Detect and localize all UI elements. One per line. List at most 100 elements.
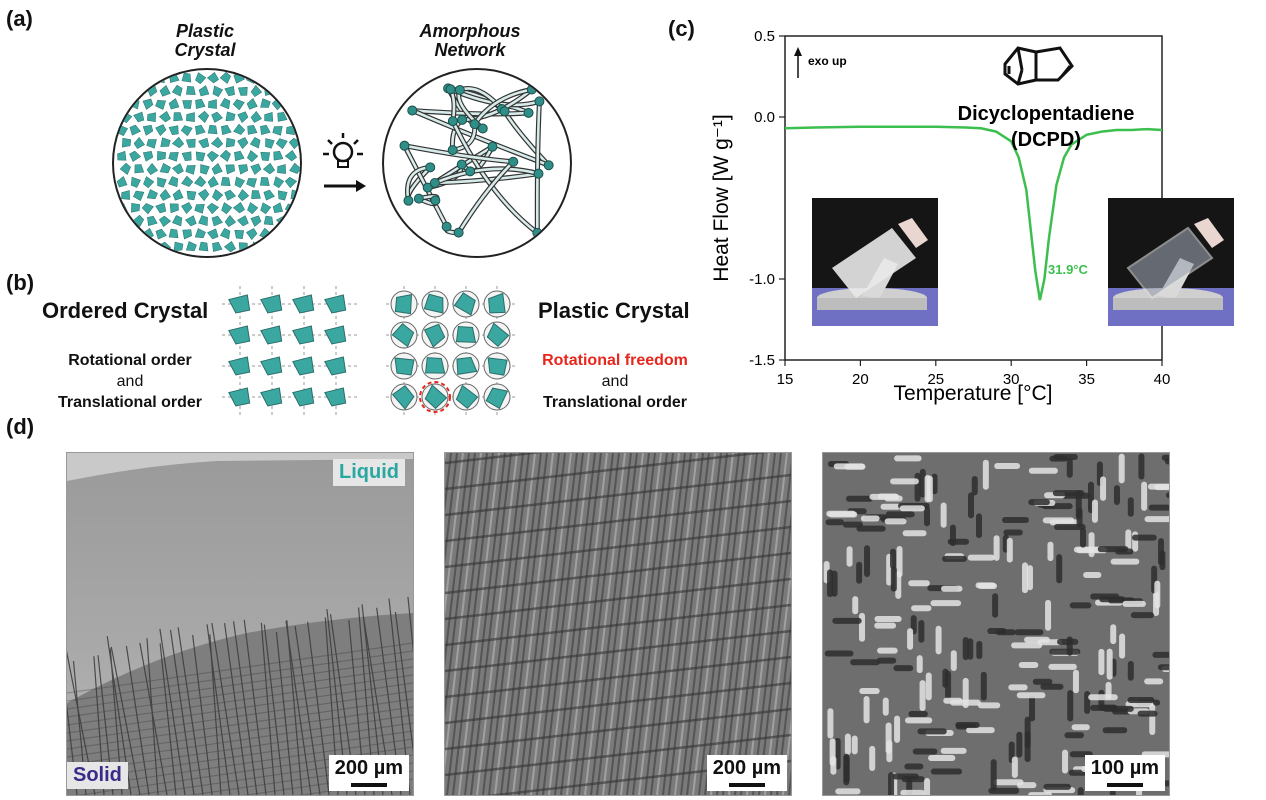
relief-grain	[1149, 703, 1156, 735]
relief-grain	[859, 612, 866, 642]
relief-grain	[825, 519, 845, 526]
plastic-molecule-mark	[423, 323, 446, 348]
micrograph-solid-liquid: Liquid Solid 200 µm	[66, 452, 414, 796]
crystal-molecule-mark	[155, 100, 167, 110]
crystal-molecule-mark	[198, 137, 210, 149]
crystal-molecule-mark	[237, 137, 249, 150]
crystal-molecule-mark	[168, 152, 179, 162]
relief-grain	[1054, 524, 1086, 531]
relief-grain	[928, 754, 956, 761]
relief-grain	[1024, 636, 1050, 643]
crystal-molecule-mark	[159, 85, 171, 97]
crystal-molecule-mark	[171, 136, 185, 149]
crystal-molecule-mark	[159, 163, 171, 174]
crystal-molecule-mark	[181, 175, 194, 187]
lamella-line	[626, 453, 668, 795]
lamella-cross-line	[445, 499, 791, 543]
relief-grain	[942, 555, 967, 562]
crystal-molecule-mark	[133, 190, 145, 201]
relief-grain	[888, 772, 895, 795]
crystal-molecule-mark	[210, 136, 224, 149]
crystal-molecule-mark	[141, 203, 154, 215]
relief-grain	[966, 727, 995, 734]
plastic-molecule-mark	[456, 356, 478, 375]
crystal-molecule-mark	[198, 85, 210, 97]
dendrite-branch	[67, 650, 413, 702]
relief-grain	[890, 566, 897, 592]
relief-grain	[877, 647, 898, 654]
network-crosslink-node	[526, 84, 537, 95]
relief-grain	[824, 650, 854, 657]
relief-grain	[826, 510, 856, 517]
crystal-molecule-mark	[259, 72, 271, 82]
crystal-molecule-mark	[117, 150, 127, 161]
plastic-molecule-mark	[425, 357, 446, 374]
crystal-molecule-mark	[147, 215, 158, 226]
relief-grain	[885, 722, 892, 754]
crystal-molecule-mark	[277, 164, 286, 174]
ordered-molecule-mark	[292, 387, 315, 407]
crystal-molecule-mark	[247, 202, 259, 215]
crystal-molecule-mark	[132, 240, 144, 253]
plastic-molecule-mark	[455, 325, 477, 343]
crystal-molecule-mark	[116, 176, 128, 188]
crystal-molecule-mark	[260, 202, 272, 215]
crystal-molecule-mark	[146, 241, 158, 253]
relief-grain	[1113, 485, 1120, 506]
relief-grain	[829, 738, 836, 767]
crystal-molecule-mark	[147, 112, 156, 123]
relief-grain	[1008, 684, 1028, 691]
network-strand	[403, 145, 448, 228]
crystal-molecule-mark	[286, 228, 298, 241]
relief-grain	[1043, 783, 1071, 790]
relief-grain	[930, 600, 962, 607]
crystal-molecule-mark	[181, 151, 192, 161]
plastic-line1: Rotational freedom	[542, 352, 688, 369]
relief-grain	[976, 640, 983, 660]
relief-grain	[1049, 648, 1081, 655]
dendrite-arm	[394, 611, 413, 754]
lamella-line	[734, 453, 776, 795]
plastic-molecule-mark	[391, 322, 415, 348]
relief-grain	[885, 511, 915, 518]
network-crosslink-node	[508, 156, 519, 167]
plastic-crystal-b-title: Plastic Crystal	[538, 298, 690, 323]
relief-grain	[890, 548, 897, 569]
dendrite-branch	[67, 674, 413, 726]
relief-grain	[850, 659, 880, 666]
crystal-molecule-mark	[198, 241, 209, 252]
crystal-molecule-mark	[117, 202, 128, 213]
lamella-line	[632, 453, 674, 795]
ordered-crystal-lattice	[222, 286, 360, 416]
relief-grain	[874, 622, 897, 629]
lamella-cross-line	[445, 707, 791, 751]
crystal-molecule-mark	[141, 228, 154, 240]
solid-label: Solid	[67, 762, 128, 789]
crystal-molecule-mark	[260, 152, 271, 162]
crystal-molecule-mark	[262, 162, 276, 175]
lamella-line	[698, 453, 740, 795]
crystal-molecule-mark	[234, 150, 245, 161]
crystal-molecule-mark	[134, 86, 143, 96]
network-crosslink-node	[413, 193, 424, 204]
scale-bar-2-line	[728, 783, 765, 787]
relief-grain	[900, 789, 925, 795]
crystal-molecule-mark	[172, 189, 184, 201]
relief-grain	[1064, 732, 1085, 739]
lamella-line	[554, 453, 596, 795]
relief-grain	[924, 475, 931, 503]
network-crosslink-node	[422, 182, 433, 193]
network-crosslink-node	[543, 160, 554, 171]
crystal-molecule-mark	[129, 150, 142, 162]
crystal-molecule-mark	[263, 215, 274, 226]
lamella-line	[542, 453, 584, 795]
crystal-molecule-mark	[129, 229, 140, 239]
crystal-molecule-mark	[146, 189, 158, 200]
panel-label-b: (b)	[6, 270, 35, 295]
plastic-crystal-title-line1: Plastic	[175, 21, 235, 41]
crystal-molecule-mark	[116, 98, 128, 110]
crystal-molecule-mark	[132, 214, 145, 227]
relief-grain	[930, 768, 963, 775]
crystal-molecule-mark	[284, 203, 297, 215]
relief-grain	[1148, 504, 1169, 511]
